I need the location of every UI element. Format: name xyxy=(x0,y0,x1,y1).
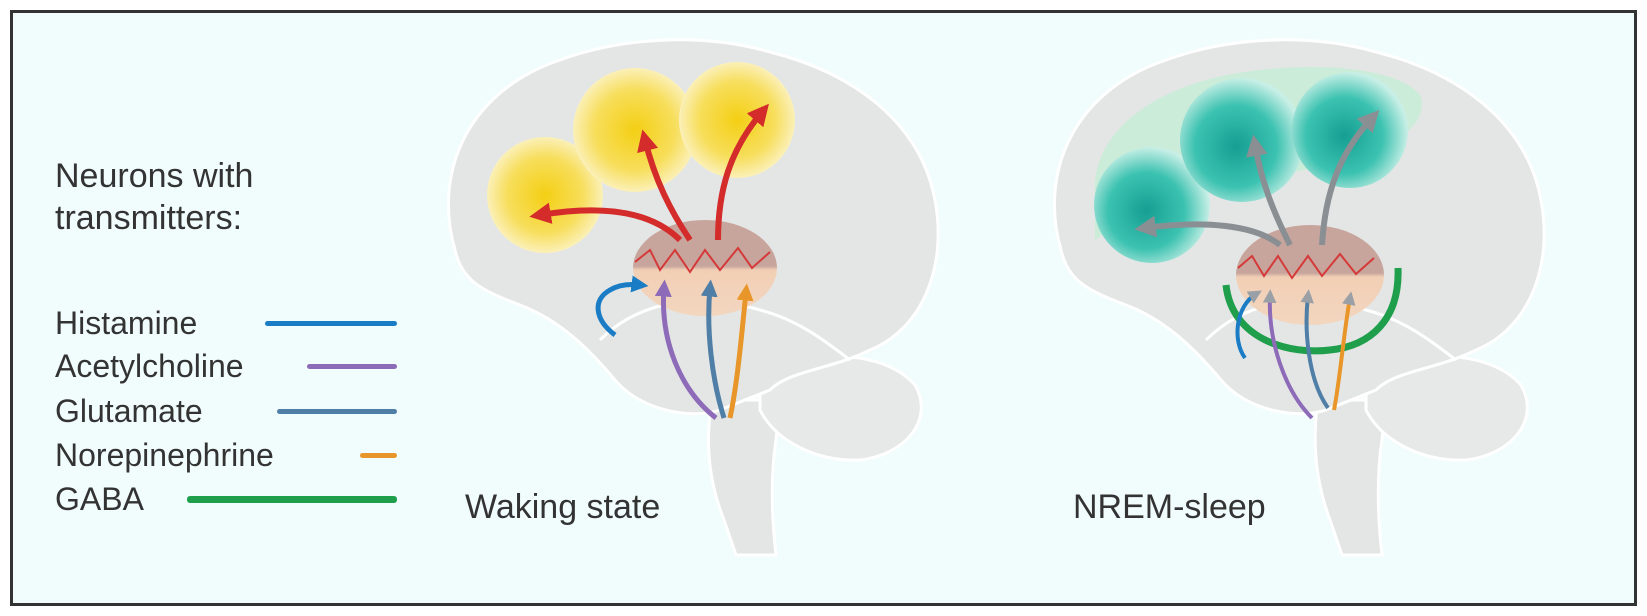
nrem-brain xyxy=(1054,40,1544,555)
waking-cortex-area-middle xyxy=(573,68,697,192)
nrem-cortex-area-right xyxy=(1292,72,1408,188)
waking-brain xyxy=(448,40,938,555)
nrem-cortex-area-middle xyxy=(1180,78,1304,202)
nrem-thalamus xyxy=(1236,225,1384,325)
waking-thalamus xyxy=(633,220,777,316)
waking-cortex-area-right xyxy=(679,62,795,178)
